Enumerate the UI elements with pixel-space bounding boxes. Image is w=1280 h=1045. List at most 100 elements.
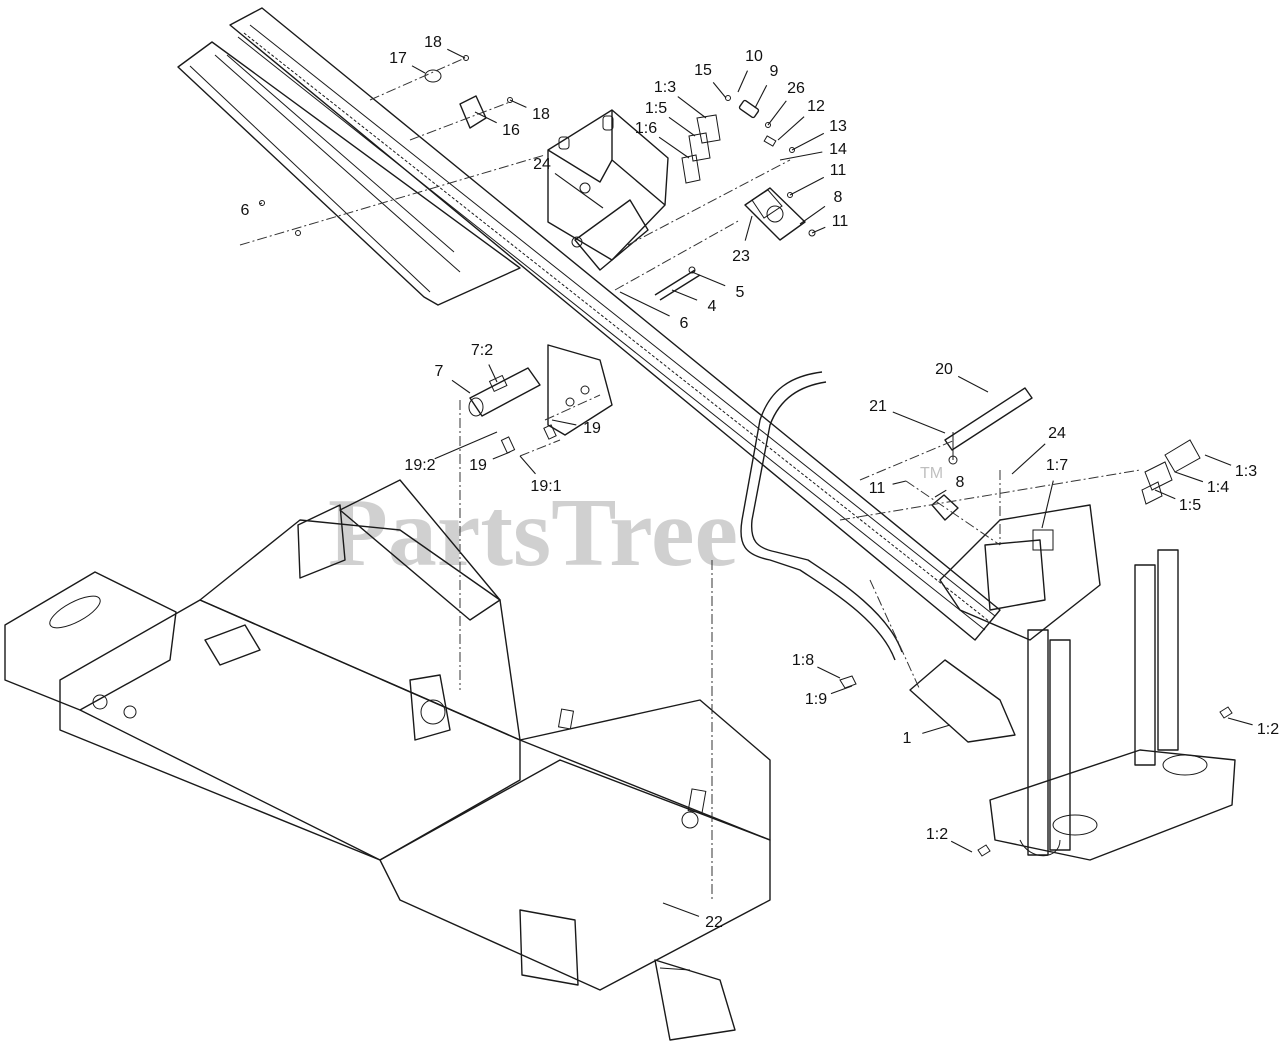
callout-label-7[interactable]: 7 <box>435 363 444 380</box>
callout-label-24[interactable]: 24 <box>533 156 551 173</box>
leader-line-17 <box>411 65 426 74</box>
callout-label-1-2[interactable]: 1:2 <box>1257 721 1279 738</box>
watermark-text: PartsTree <box>328 479 738 587</box>
leader-line-7 <box>451 379 471 394</box>
main-chassis <box>4 479 771 1041</box>
leader-line-6 <box>619 291 670 317</box>
leader-line-21 <box>892 411 946 434</box>
callout-label-1-5[interactable]: 1:5 <box>1179 497 1201 514</box>
callout-label-8[interactable]: 8 <box>834 189 843 206</box>
callout-label-21[interactable]: 21 <box>869 398 887 415</box>
leader-line-19 <box>551 419 577 426</box>
leader-line-1-2 <box>950 840 973 853</box>
leader-line-18 <box>509 99 527 108</box>
leader-line-1-8 <box>817 666 841 679</box>
leader-line-16 <box>474 111 497 124</box>
callout-label-1-6[interactable]: 1:6 <box>635 120 657 137</box>
callout-label-5[interactable]: 5 <box>736 284 745 301</box>
right-frame <box>839 549 1236 861</box>
callout-label-22[interactable]: 22 <box>705 914 723 931</box>
leader-line-8 <box>799 205 826 225</box>
leader-line-1-2 <box>1227 717 1253 726</box>
leader-line-14 <box>779 151 823 161</box>
callout-label-1-8[interactable]: 1:8 <box>792 652 814 669</box>
lift-cylinder <box>468 367 557 454</box>
callout-label-1-3[interactable]: 1:3 <box>654 79 676 96</box>
callout-label-10[interactable]: 10 <box>745 48 763 65</box>
leader-line-1-4 <box>1174 471 1204 483</box>
callout-label-20[interactable]: 20 <box>935 361 953 378</box>
leader-line-19 <box>492 451 511 460</box>
callout-label-8[interactable]: 8 <box>956 474 965 491</box>
leader-line-9 <box>754 84 768 109</box>
decals-upper <box>681 114 721 184</box>
callout-label-13[interactable]: 13 <box>829 118 847 135</box>
callout-label-19-1[interactable]: 19:1 <box>530 478 561 495</box>
leader-line-15 <box>712 82 727 99</box>
phantom-lines <box>239 57 1141 900</box>
flange-bearing-upper <box>744 187 806 241</box>
leader-line-1-5 <box>1154 489 1176 500</box>
callout-label-1-4[interactable]: 1:4 <box>1207 479 1229 496</box>
watermark-trademark: TM <box>920 465 943 482</box>
callout-label-1[interactable]: 1 <box>903 730 912 747</box>
watermark: PartsTree TM <box>328 465 943 587</box>
callout-label-1-5[interactable]: 1:5 <box>645 100 667 117</box>
support-rod <box>944 387 1033 465</box>
callout-label-11[interactable]: 11 <box>832 213 849 230</box>
leader-line-7-2 <box>488 364 498 383</box>
leader-line-4 <box>671 289 698 301</box>
leader-line-1 <box>922 724 951 734</box>
callout-label-17[interactable]: 17 <box>389 50 407 67</box>
leader-line-13 <box>791 132 825 151</box>
leader-line-19-1 <box>519 455 536 475</box>
callout-label-4[interactable]: 4 <box>708 298 717 315</box>
handle-bar <box>740 371 903 661</box>
callout-label-9[interactable]: 9 <box>770 63 779 80</box>
callout-label-6[interactable]: 6 <box>680 315 689 332</box>
callout-label-14[interactable]: 14 <box>829 141 847 158</box>
callout-label-1-7[interactable]: 1:7 <box>1046 457 1068 474</box>
callout-label-19-2[interactable]: 19:2 <box>404 457 435 474</box>
callout-label-24[interactable]: 24 <box>1048 425 1066 442</box>
callout-label-1-3[interactable]: 1:3 <box>1235 463 1257 480</box>
pivot-shaft <box>654 266 701 301</box>
callout-label-18[interactable]: 18 <box>532 106 550 123</box>
leader-line-6 <box>259 202 263 205</box>
callout-label-15[interactable]: 15 <box>694 62 712 79</box>
upper-bracket <box>547 109 669 271</box>
callout-label-12[interactable]: 12 <box>807 98 825 115</box>
main-rail <box>229 7 1001 641</box>
small-hardware <box>259 55 816 237</box>
callout-label-6[interactable]: 6 <box>241 202 250 219</box>
callout-label-23[interactable]: 23 <box>732 248 750 265</box>
callout-label-16[interactable]: 16 <box>502 122 520 139</box>
leader-line-11 <box>892 480 907 485</box>
leader-line-1-3 <box>677 96 707 119</box>
mid-bracket <box>547 344 613 436</box>
leader-line-23 <box>744 215 753 241</box>
leader-line-10 <box>737 70 749 93</box>
leader-line-8 <box>934 489 947 498</box>
callout-label-1-9[interactable]: 1:9 <box>805 691 827 708</box>
callout-label-19[interactable]: 19 <box>469 457 487 474</box>
leader-line-11 <box>811 226 826 234</box>
leader-line-19-2 <box>434 431 498 460</box>
callout-label-18[interactable]: 18 <box>424 34 442 51</box>
callout-label-11[interactable]: 11 <box>830 162 847 179</box>
leader-line-20 <box>957 375 989 393</box>
callout-label-26[interactable]: 26 <box>787 80 805 97</box>
callout-label-19[interactable]: 19 <box>583 420 601 437</box>
callout-label-11[interactable]: 11 <box>869 480 886 497</box>
leader-line-22 <box>662 902 700 917</box>
leader-line-5 <box>691 271 726 287</box>
leader-line-1-5 <box>668 116 696 137</box>
leader-line-11 <box>789 176 825 196</box>
callout-label-1-2[interactable]: 1:2 <box>926 826 948 843</box>
leader-line-1-7 <box>1041 480 1054 529</box>
callout-label-7-2[interactable]: 7:2 <box>471 342 493 359</box>
leader-line-12 <box>777 116 805 141</box>
leader-line-1-6 <box>658 136 690 159</box>
